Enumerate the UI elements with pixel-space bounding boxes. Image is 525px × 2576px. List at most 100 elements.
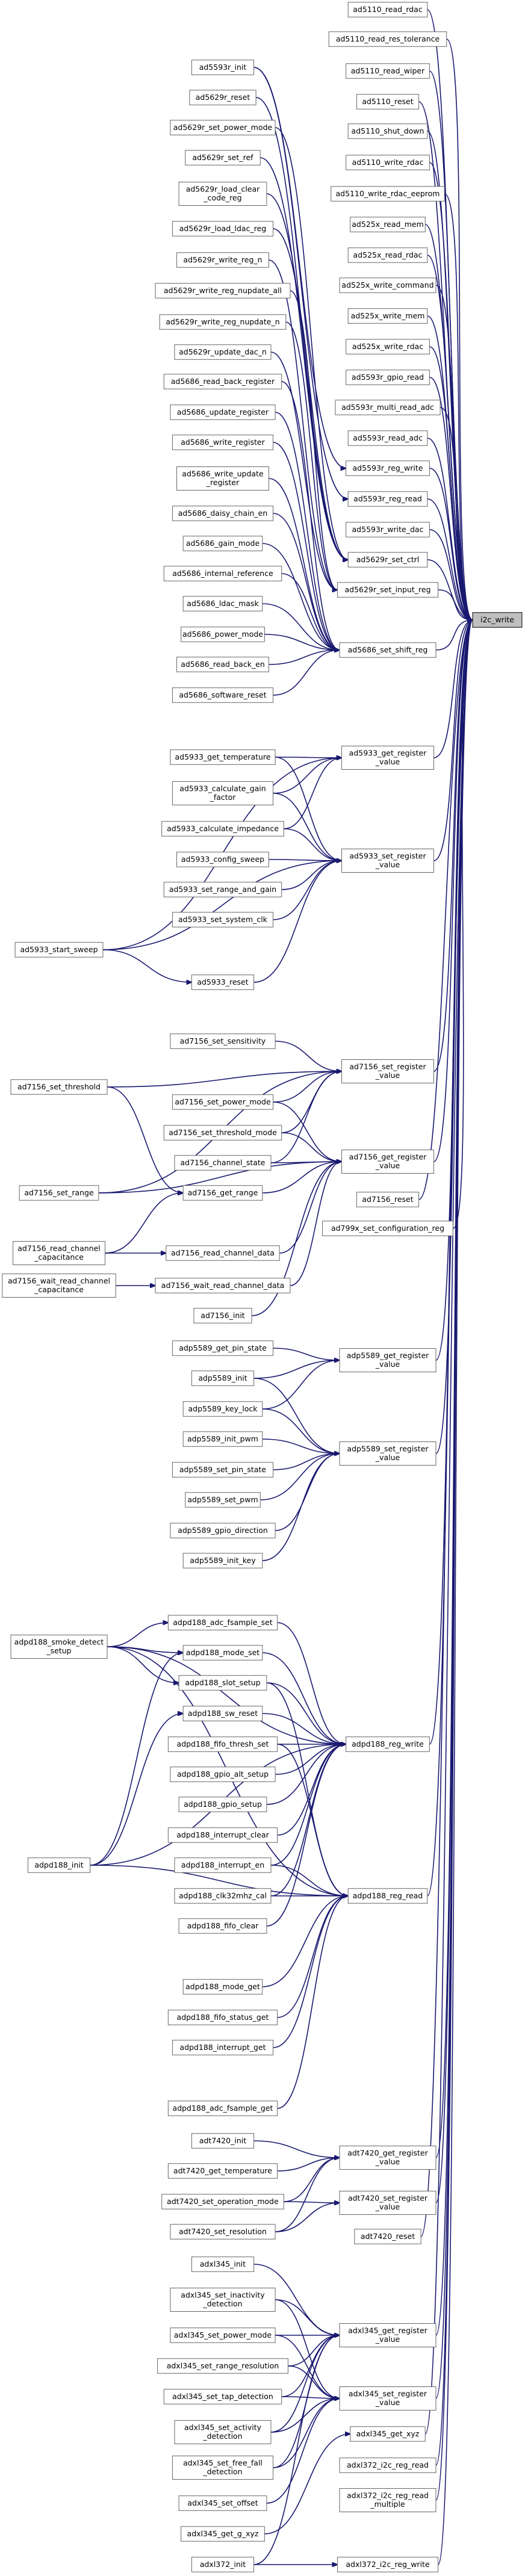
- node-ad5933-start-sweep[interactable]: ad5933_start_sweep: [14, 942, 104, 958]
- node-ad5629r-reset[interactable]: ad5629r_reset: [189, 90, 256, 105]
- node-ad5629r-write-reg-n[interactable]: ad5629r_write_reg_n: [176, 252, 269, 268]
- node-ad5629r-set-ctrl[interactable]: ad5629r_set_ctrl: [347, 552, 428, 568]
- node-ad5110-write-rdac-eeprom[interactable]: ad5110_write_rdac_eeprom: [331, 186, 445, 202]
- node-adp5589-init[interactable]: adp5589_init: [191, 1370, 255, 1386]
- node-ad7156-read-channel-capacitance[interactable]: ad7156_read_channel_capacitance: [13, 1241, 105, 1265]
- node-adt7420-set-operation-mode[interactable]: adt7420_set_operation_mode: [161, 2194, 284, 2209]
- node-adpd188-interrupt-get[interactable]: adpd188_interrupt_get: [172, 2040, 274, 2055]
- node-adpd188-gpio-setup[interactable]: adpd188_gpio_setup: [178, 1797, 267, 1812]
- node-ad5629r-write-reg-nupdate-all[interactable]: ad5629r_write_reg_nupdate_all: [155, 283, 291, 299]
- node-ad5686-write-register[interactable]: ad5686_write_register: [172, 435, 274, 450]
- node-ad5593r-init[interactable]: ad5593r_init: [191, 60, 255, 75]
- node-adpd188-smoke-detect-setup[interactable]: adpd188_smoke_detect_setup: [10, 1635, 108, 1659]
- node-ad5629r-load-clear-code-reg[interactable]: ad5629r_load_clear_code_reg: [178, 182, 267, 206]
- node-adxl345-set-activity-detection[interactable]: adxl345_set_activity_detection: [174, 2420, 272, 2444]
- node-adxl345-get-g-xyz[interactable]: adxl345_get_g_xyz: [181, 2526, 265, 2542]
- node-adpd188-adc-fsample-set[interactable]: adpd188_adc_fsample_set: [167, 1615, 278, 1630]
- node-ad5686-read-back-en[interactable]: ad5686_read_back_en: [176, 657, 269, 672]
- node-adpd188-interrupt-en[interactable]: adpd188_interrupt_en: [174, 1857, 272, 1873]
- node-ad5933-reset[interactable]: ad5933_reset: [191, 974, 255, 990]
- node-adpd188-init[interactable]: adpd188_init: [27, 1857, 91, 1873]
- node-adp5589-set-pin-state[interactable]: adp5589_set_pin_state: [172, 1462, 274, 1478]
- node-adxl345-set-offset[interactable]: adxl345_set_offset: [178, 2495, 267, 2511]
- node-ad5933-set-register-value[interactable]: ad5933_set_register_value: [341, 849, 434, 873]
- node-ad5933-config-sweep[interactable]: ad5933_config_sweep: [176, 852, 269, 867]
- node-adpd188-reg-write[interactable]: adpd188_reg_write: [346, 1736, 430, 1752]
- node-ad7156-wait-read-channel-capacitance[interactable]: ad7156_wait_read_channel_capacitance: [2, 1274, 116, 1298]
- node-adp5589-set-register-value[interactable]: adp5589_set_register_value: [339, 1441, 436, 1466]
- node-adxl345-get-register-value[interactable]: adxl345_get_register_value: [339, 2323, 436, 2347]
- node-adxl345-set-range-resolution[interactable]: adxl345_set_range_resolution: [157, 2358, 288, 2374]
- node-ad5593r-reg-read[interactable]: ad5593r_reg_read: [347, 491, 428, 507]
- node-ad5593r-write-dac[interactable]: ad5593r_write_dac: [346, 522, 430, 537]
- node-adt7420-reset[interactable]: adt7420_reset: [354, 2229, 421, 2244]
- node-ad5110-read-rdac[interactable]: ad5110_read_rdac: [347, 2, 428, 17]
- node-ad5629r-write-reg-nupdate-n[interactable]: ad5629r_write_reg_nupdate_n: [159, 314, 287, 330]
- node-ad5686-internal-reference[interactable]: ad5686_internal_reference: [163, 566, 282, 581]
- node-ad5110-read-res-tolerance[interactable]: ad5110_read_res_tolerance: [328, 31, 447, 47]
- node-ad5686-gain-mode[interactable]: ad5686_gain_mode: [182, 536, 263, 551]
- node-ad525x-read-rdac[interactable]: ad525x_read_rdac: [347, 247, 428, 263]
- node-adpd188-gpio-alt-setup[interactable]: adpd188_gpio_alt_setup: [170, 1766, 276, 1782]
- node-ad7156-set-sensitivity[interactable]: ad7156_set_sensitivity: [170, 1033, 276, 1049]
- node-ad525x-write-mem[interactable]: ad525x_write_mem: [347, 308, 428, 324]
- node-ad5593r-multi-read-adc[interactable]: ad5593r_multi_read_adc: [335, 400, 441, 415]
- node-adp5589-get-register-value[interactable]: adp5589_get_register_value: [339, 1348, 436, 1372]
- node-ad5933-set-system-clk[interactable]: ad5933_set_system_clk: [172, 912, 274, 927]
- node-ad7156-reset[interactable]: ad7156_reset: [356, 1192, 420, 1207]
- node-adp5589-init-pwm[interactable]: adp5589_init_pwm: [182, 1431, 263, 1447]
- node-adxl345-set-power-mode[interactable]: adxl345_set_power_mode: [170, 2327, 276, 2343]
- node-ad799x-set-configuration-reg[interactable]: ad799x_set_configuration_reg: [322, 1221, 453, 1236]
- node-adpd188-fifo-clear[interactable]: adpd188_fifo_clear: [178, 1918, 267, 1934]
- node-ad7156-get-register-value[interactable]: ad7156_get_register_value: [341, 1150, 434, 1174]
- node-ad5110-read-wiper[interactable]: ad5110_read_wiper: [346, 63, 430, 79]
- node-adt7420-set-resolution[interactable]: adt7420_set_resolution: [170, 2224, 276, 2240]
- node-ad5686-ldac-mask[interactable]: ad5686_ldac_mask: [182, 596, 263, 611]
- node-adt7420-get-register-value[interactable]: adt7420_get_register_value: [339, 2146, 436, 2170]
- node-adpd188-adc-fsample-get[interactable]: adpd188_adc_fsample_get: [167, 2101, 278, 2116]
- node-ad5933-set-range-and-gain[interactable]: ad5933_set_range_and_gain: [163, 882, 282, 897]
- node-ad5686-update-register[interactable]: ad5686_update_register: [170, 404, 276, 420]
- node-ad7156-wait-read-channel-data[interactable]: ad7156_wait_read_channel_data: [155, 1278, 291, 1293]
- node-ad5629r-set-ref[interactable]: ad5629r_set_ref: [185, 150, 261, 166]
- node-ad5686-set-shift-reg[interactable]: ad5686_set_shift_reg: [339, 642, 436, 658]
- node-adpd188-mode-get[interactable]: adpd188_mode_get: [182, 1979, 263, 1995]
- node-adp5589-set-pwm[interactable]: adp5589_set_pwm: [185, 1492, 261, 1508]
- node-adxl345-init[interactable]: adxl345_init: [191, 2256, 255, 2272]
- node-adt7420-get-temperature[interactable]: adt7420_get_temperature: [167, 2163, 278, 2179]
- node-adpd188-interrupt-clear[interactable]: adpd188_interrupt_clear: [167, 1827, 278, 1843]
- node-ad5933-calculate-gain-factor[interactable]: ad5933_calculate_gain_factor: [172, 781, 274, 805]
- node-ad5110-write-rdac[interactable]: ad5110_write_rdac: [346, 155, 430, 170]
- node-ad5593r-read-adc[interactable]: ad5593r_read_adc: [347, 430, 428, 446]
- node-ad5686-power-mode[interactable]: ad5686_power_mode: [181, 627, 265, 642]
- node-ad5629r-update-dac-n[interactable]: ad5629r_update_dac_n: [174, 344, 272, 360]
- node-ad5933-get-register-value[interactable]: ad5933_get_register_value: [341, 746, 434, 770]
- node-ad525x-write-rdac[interactable]: ad525x_write_rdac: [346, 339, 430, 355]
- node-ad5110-reset[interactable]: ad5110_reset: [356, 94, 420, 110]
- node-adpd188-fifo-thresh-set[interactable]: adpd188_fifo_thresh_set: [167, 1736, 278, 1752]
- node-ad7156-set-threshold-mode[interactable]: ad7156_set_threshold_mode: [163, 1125, 282, 1141]
- node-ad5593r-gpio-read[interactable]: ad5593r_gpio_read: [346, 370, 430, 385]
- node-ad5593r-reg-write[interactable]: ad5593r_reg_write: [346, 460, 430, 476]
- node-adxl372-i2c-reg-read-multiple[interactable]: adxl372_i2c_reg_read_multiple: [339, 2488, 436, 2512]
- node-adt7420-set-register-value[interactable]: adt7420_set_register_value: [339, 2191, 436, 2215]
- node-adxl345-set-tap-detection[interactable]: adxl345_set_tap_detection: [163, 2389, 282, 2404]
- node-ad5933-get-temperature[interactable]: ad5933_get_temperature: [170, 749, 276, 765]
- node-ad525x-read-mem[interactable]: ad525x_read_mem: [350, 217, 426, 232]
- node-adxl345-set-free-fall-detection[interactable]: adxl345_set_free_fall_detection: [172, 2456, 274, 2480]
- node-adpd188-fifo-status-get[interactable]: adpd188_fifo_status_get: [167, 2010, 278, 2025]
- node-adpd188-slot-setup[interactable]: adpd188_slot_setup: [178, 1675, 267, 1691]
- node-adpd188-sw-reset[interactable]: adpd188_sw_reset: [182, 1706, 263, 1721]
- node-ad5110-shut-down[interactable]: ad5110_shut_down: [347, 123, 428, 139]
- node-adxl372-i2c-reg-read[interactable]: adxl372_i2c_reg_read: [339, 2457, 436, 2473]
- node-i2c-write[interactable]: i2c_write: [472, 612, 523, 628]
- node-ad5629r-set-input-reg[interactable]: ad5629r_set_input_reg: [337, 582, 439, 598]
- node-adxl372-i2c-reg-write[interactable]: adxl372_i2c_reg_write: [337, 2557, 439, 2572]
- node-adxl372-init[interactable]: adxl372_init: [191, 2557, 255, 2572]
- node-adxl345-get-xyz[interactable]: adxl345_get_xyz: [350, 2426, 426, 2442]
- node-ad5686-read-back-register[interactable]: ad5686_read_back_register: [163, 374, 282, 389]
- node-adp5589-gpio-direction[interactable]: adp5589_gpio_direction: [170, 1523, 276, 1538]
- node-ad7156-set-power-mode[interactable]: ad7156_set_power_mode: [172, 1094, 274, 1110]
- node-adt7420-init[interactable]: adt7420_init: [191, 2133, 255, 2149]
- node-ad7156-get-range[interactable]: ad7156_get_range: [182, 1185, 263, 1201]
